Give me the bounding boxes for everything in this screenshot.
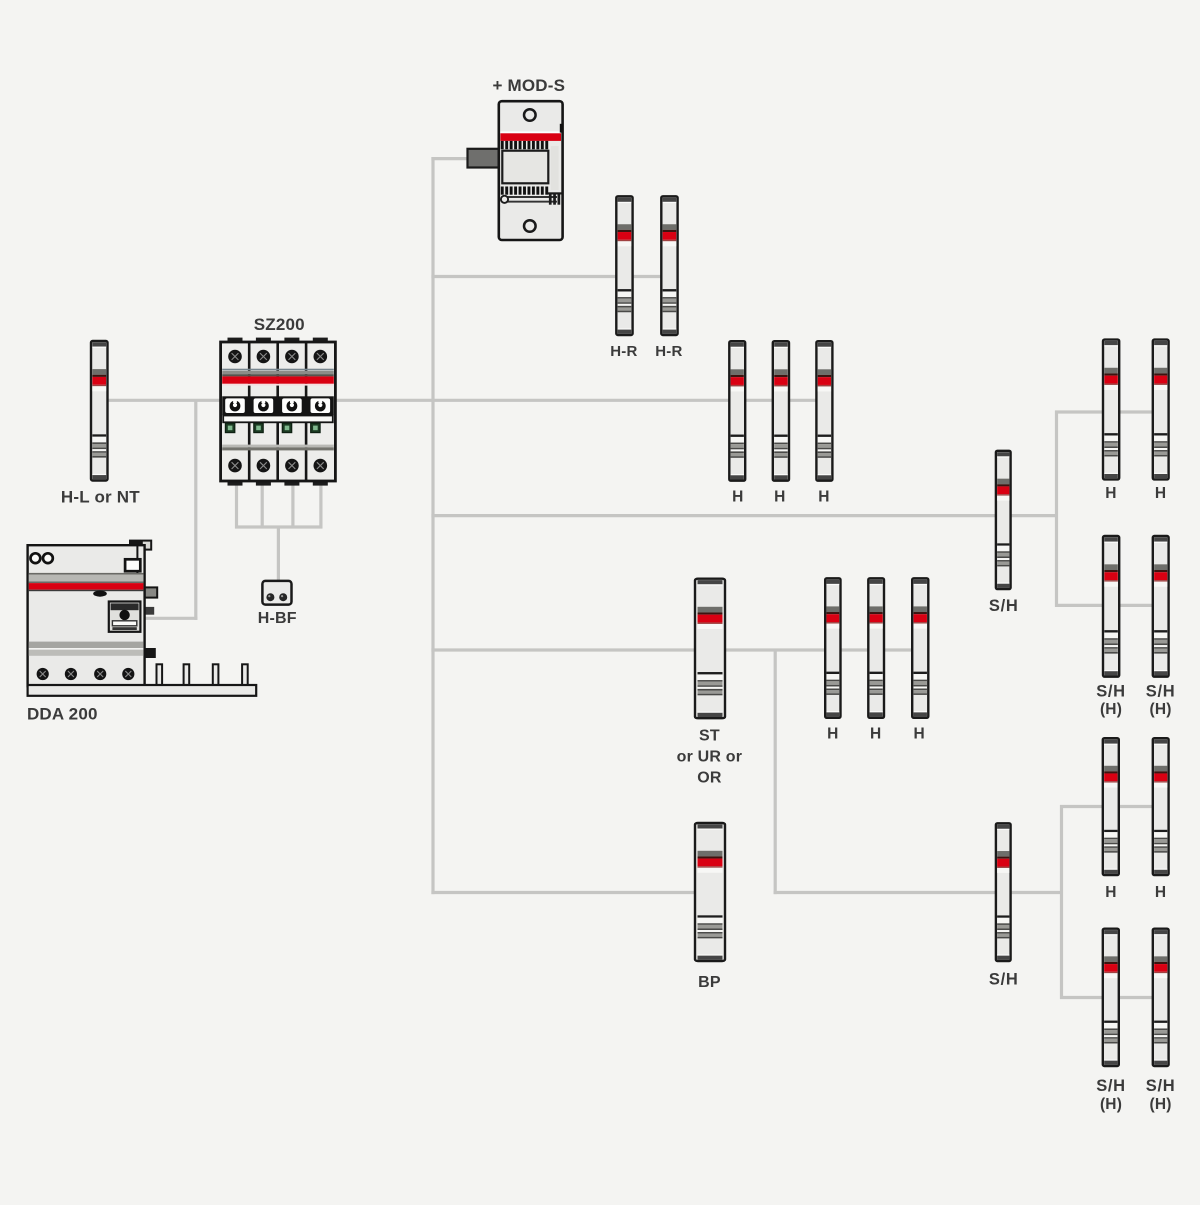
svg-text:H: H (870, 726, 881, 743)
svg-text:S/H: S/H (1096, 682, 1126, 700)
svg-text:(H): (H) (1100, 701, 1122, 718)
svg-text:H: H (913, 726, 924, 743)
svg-text:H-L or NT: H-L or NT (61, 487, 140, 506)
svg-text:or UR or: or UR or (677, 748, 743, 765)
svg-text:H: H (1155, 884, 1166, 901)
svg-text:H-BF: H-BF (258, 610, 297, 627)
svg-text:+ MOD-S: + MOD-S (492, 76, 565, 95)
svg-text:S/H: S/H (989, 597, 1019, 615)
svg-text:SZ200: SZ200 (254, 315, 305, 334)
svg-text:H-R: H-R (655, 343, 682, 360)
svg-text:BP: BP (698, 974, 721, 991)
svg-text:H: H (827, 726, 838, 743)
svg-text:S/H: S/H (1146, 1077, 1176, 1095)
svg-text:(H): (H) (1100, 1096, 1122, 1113)
svg-text:DDA 200: DDA 200 (27, 705, 98, 724)
svg-text:S/H: S/H (1146, 682, 1176, 700)
svg-text:S/H: S/H (989, 970, 1019, 988)
svg-text:H-R: H-R (610, 343, 637, 360)
svg-text:ST: ST (699, 728, 720, 745)
svg-text:H: H (774, 489, 785, 506)
svg-text:H: H (818, 489, 829, 506)
svg-text:H: H (732, 489, 743, 506)
svg-text:S/H: S/H (1096, 1077, 1126, 1095)
svg-text:OR: OR (697, 769, 722, 786)
svg-text:H: H (1105, 884, 1116, 901)
svg-text:H: H (1105, 485, 1116, 502)
svg-text:(H): (H) (1150, 701, 1172, 718)
svg-text:(H): (H) (1150, 1096, 1172, 1113)
svg-text:H: H (1155, 485, 1166, 502)
